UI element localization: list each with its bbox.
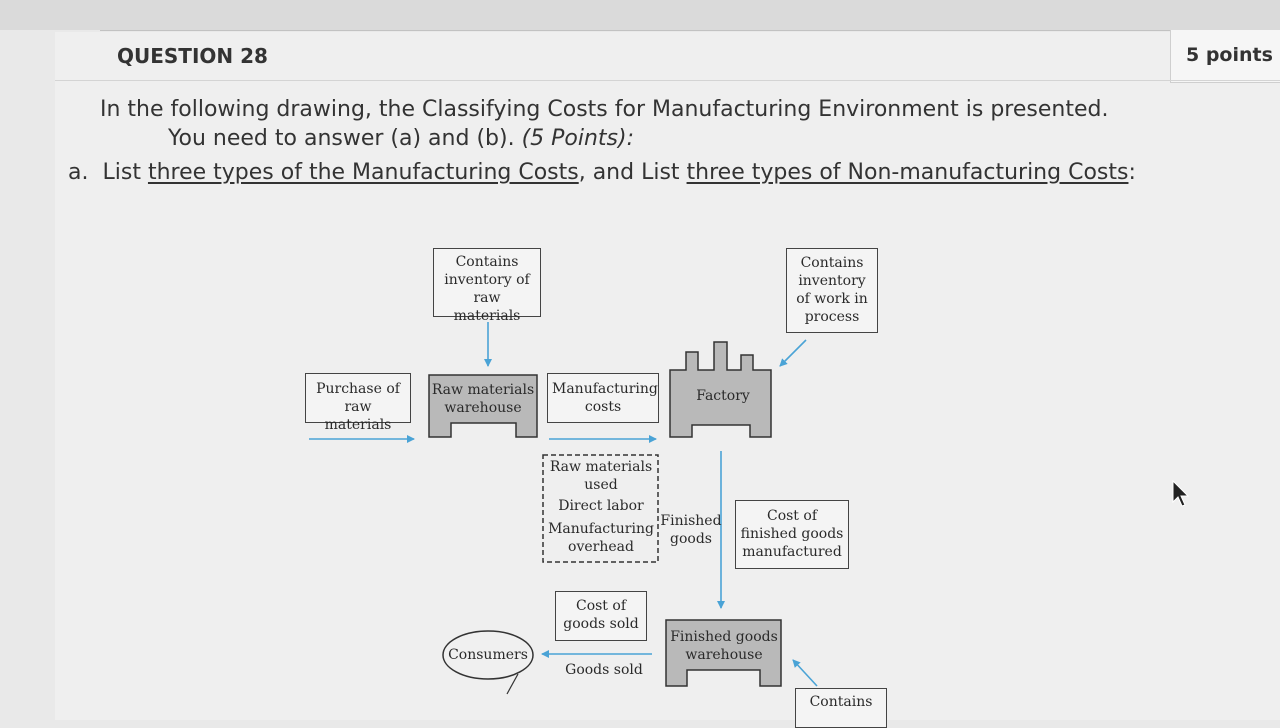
question-points-note: (5 Points): <box>521 126 635 151</box>
consumers-ellipse <box>442 630 534 680</box>
item-text-2: , and List <box>578 160 680 185</box>
factory-label: Factory <box>696 388 750 404</box>
goods-sold-label: Goods sold <box>565 662 643 678</box>
finished-warehouse-label: Finished goods warehouse <box>670 629 778 663</box>
item-marker: a. <box>68 160 89 185</box>
points-box <box>1170 30 1280 83</box>
question-title: QUESTION 28 <box>117 44 268 68</box>
arrow-finished-inventory <box>792 659 818 687</box>
finished-inventory-box: Contains <box>795 688 887 728</box>
question-item-a: a. List three types of the Manufacturing… <box>68 160 1136 185</box>
cost-item-direct-labor: Direct labor <box>558 498 644 514</box>
mouse-cursor-icon <box>1172 480 1190 507</box>
raw-warehouse-shape <box>428 374 538 438</box>
item-text-3: : <box>1128 160 1136 185</box>
finished-goods-label: Finished goods <box>660 513 722 547</box>
question-text-line1: In the following drawing, the Classifyin… <box>100 97 1109 122</box>
purchase-raw-materials-box: Purchase of raw materials <box>305 373 411 433</box>
cost-goods-sold-box: Cost of goods sold <box>555 591 647 641</box>
cost-item-raw-materials-used: Raw materials used <box>549 459 653 493</box>
manufacturing-costs-box: Manufacturing costs <box>547 373 659 423</box>
browser-top-strip <box>0 0 1280 30</box>
cost-items-dashed-box <box>542 454 659 563</box>
question-panel <box>55 32 1280 720</box>
cost-finished-goods-box: Cost of finished goods manufactured <box>735 500 849 569</box>
raw-warehouse-label: Raw materials warehouse <box>431 382 535 416</box>
wip-inventory-box: Contains inventory of work in process <box>786 248 878 333</box>
question-points: 5 points <box>1186 44 1273 66</box>
non-manufacturing-costs-phrase: three types of Non-manufacturing Costs <box>686 160 1129 185</box>
cost-item-manufacturing-overhead: Manufacturing overhead <box>548 521 654 555</box>
arrow-wip-to-factory <box>779 339 807 367</box>
manufacturing-costs-phrase: three types of the Manufacturing Costs <box>147 160 579 185</box>
question-instruction: You need to answer (a) and (b). <box>168 126 515 151</box>
question-header-divider <box>55 80 1280 81</box>
top-divider <box>100 30 1280 31</box>
consumers-label: Consumers <box>448 647 528 663</box>
item-text-1: List <box>102 160 141 185</box>
factory-shape <box>669 341 772 438</box>
question-text-line2: You need to answer (a) and (b). (5 Point… <box>168 126 634 151</box>
finished-warehouse-shape <box>665 619 782 687</box>
raw-inventory-box: Contains inventory of raw materials <box>433 248 541 324</box>
